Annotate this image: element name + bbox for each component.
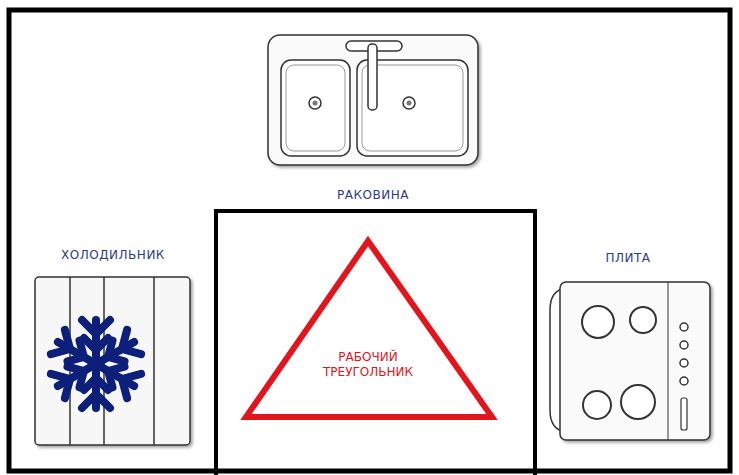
work-triangle <box>246 241 492 417</box>
node-label: РАБОЧИЙ ТРЕУГОЛЬНИК <box>309 350 427 380</box>
sink-node: РАКОВИНА <box>268 35 478 207</box>
node-label: ПЛИТА <box>553 251 703 266</box>
node-label: РАКОВИНА <box>273 188 473 203</box>
sink-symbol <box>268 35 478 165</box>
island-outline <box>216 211 535 475</box>
stove-symbol <box>550 282 710 440</box>
fridge-symbol <box>35 277 190 445</box>
node-label: ХОЛОДИЛЬНИК <box>33 248 193 263</box>
room-wall <box>9 10 730 471</box>
triangle-node: РАБОЧИЙ ТРЕУГОЛЬНИК <box>246 241 492 419</box>
fridge-node: ХОЛОДИЛЬНИК <box>30 243 196 449</box>
stove-node: ПЛИТА <box>548 246 714 444</box>
snowflake-icon <box>51 320 141 408</box>
